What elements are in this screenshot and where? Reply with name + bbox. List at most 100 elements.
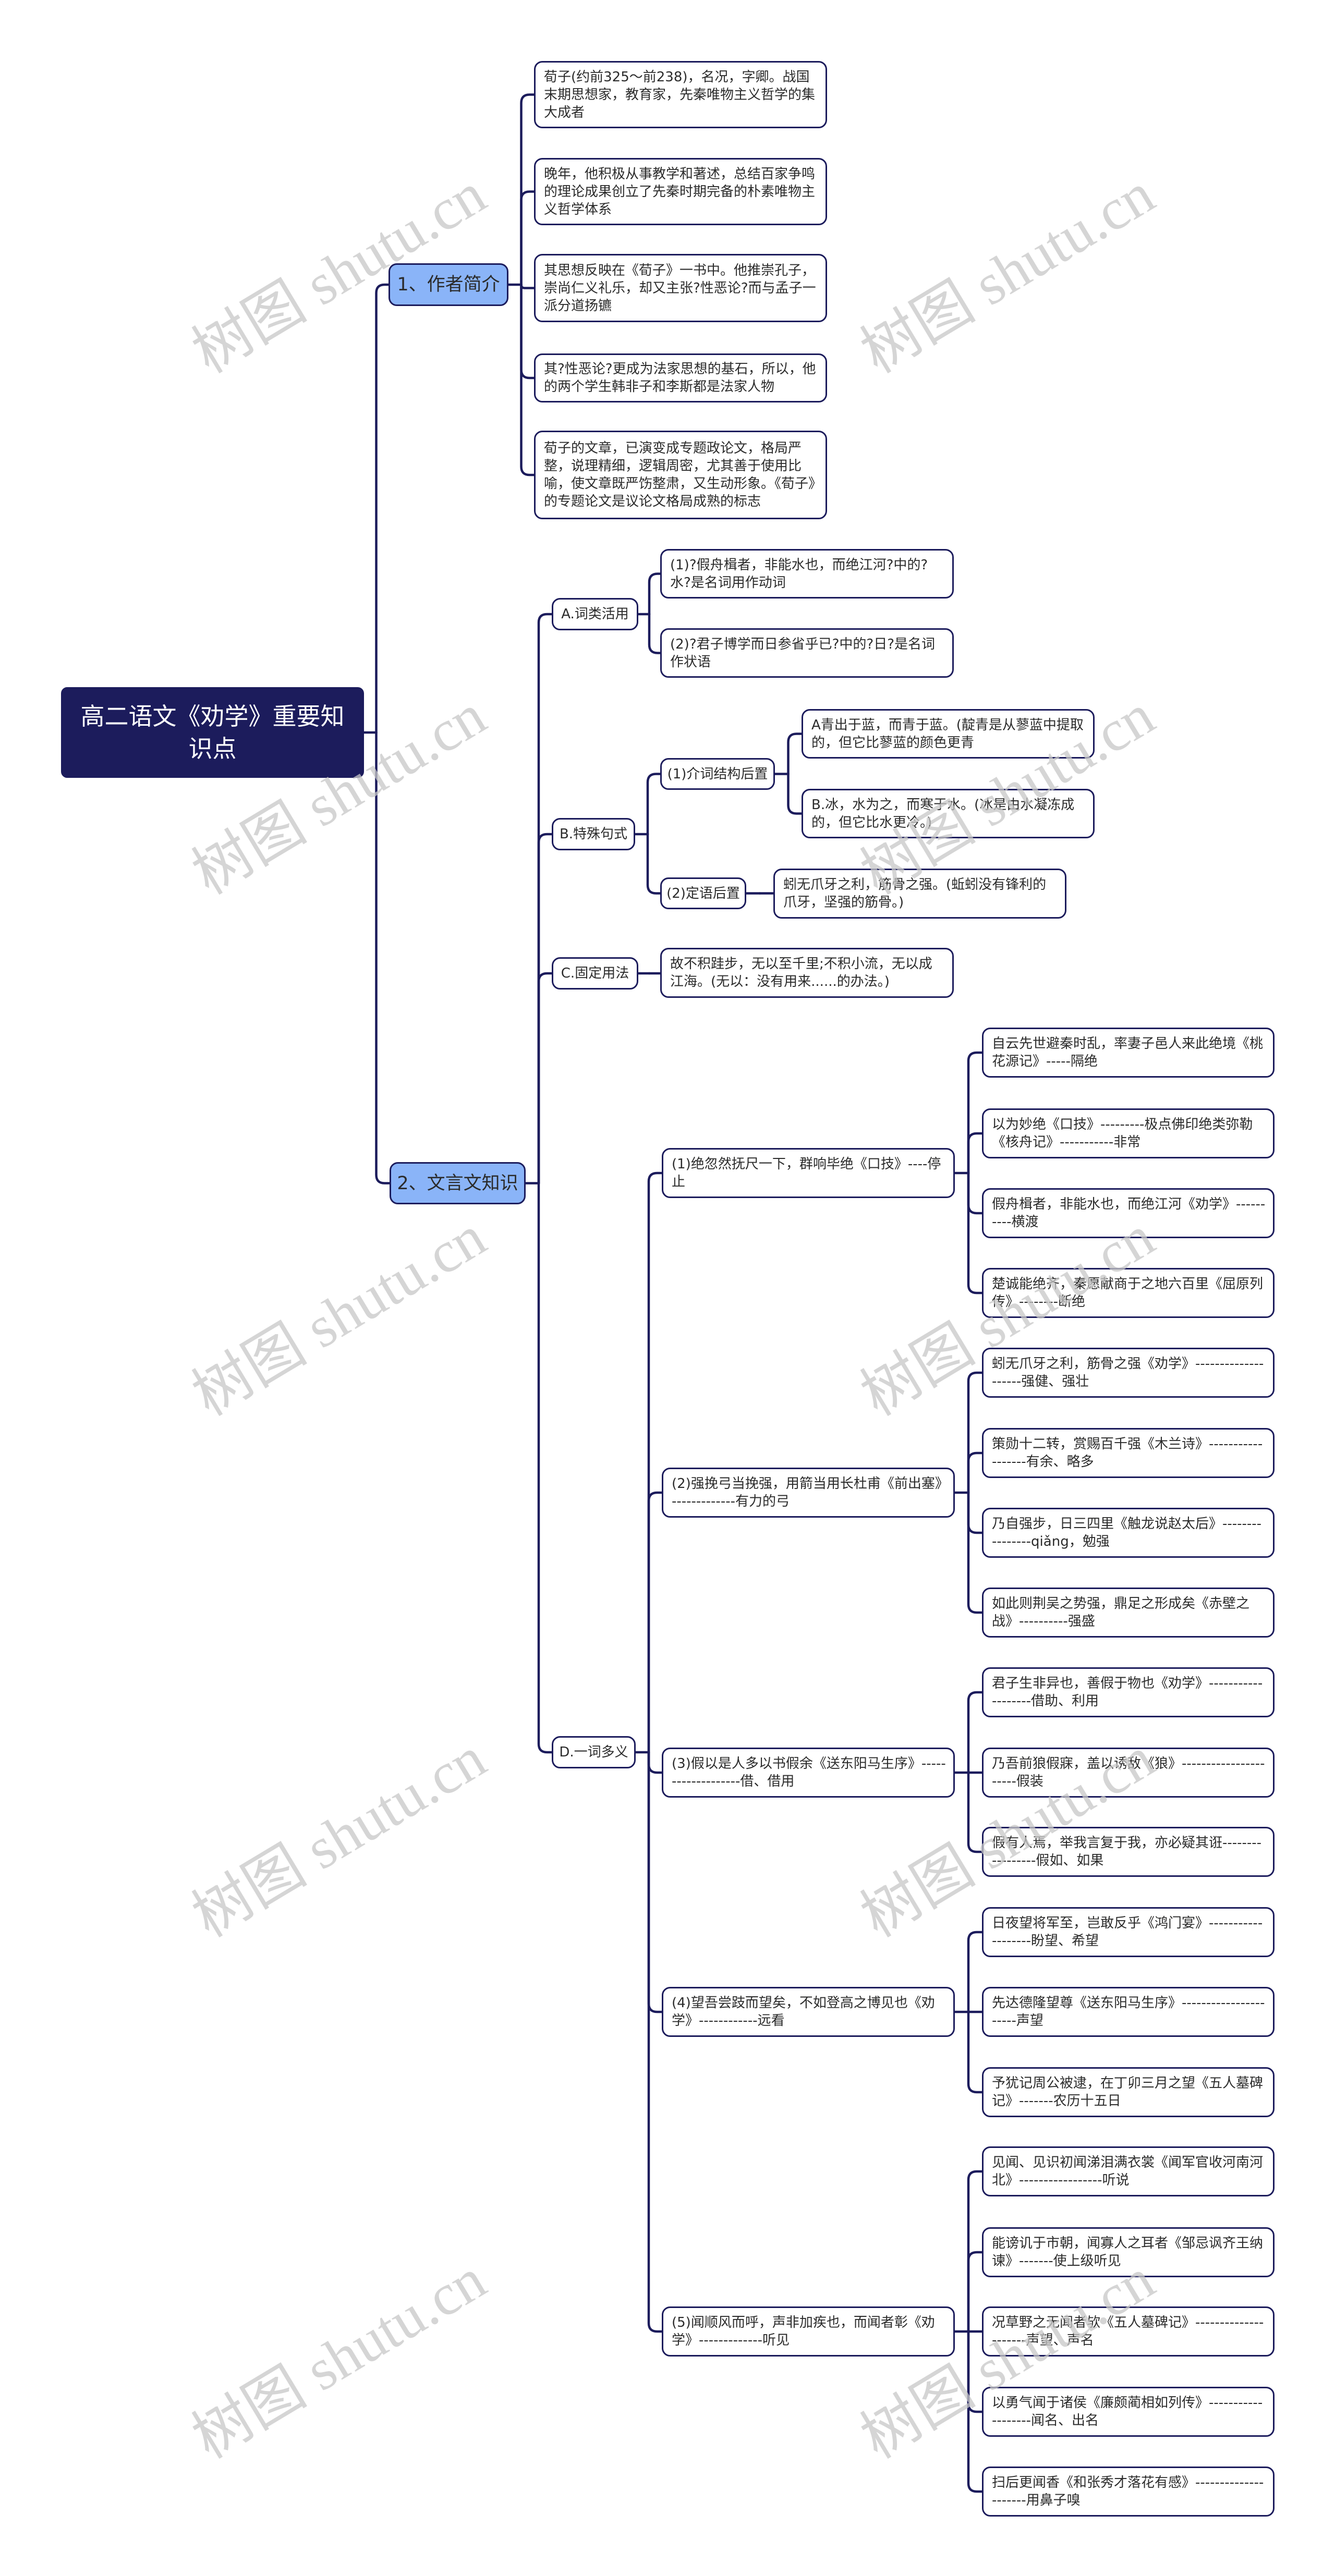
node-text: 假有人焉，举我言复于我，亦必疑其诳-----------------假如、如果 (992, 1835, 1262, 1869)
usage-example: 扫后更闻香《和张秀才落花有感》---------------------用鼻子嗅 (982, 2467, 1275, 2517)
connector-line (967, 1371, 984, 1494)
usage-example: 能谤讥于市朝，闻寡人之耳者《邹忌讽齐王纳谏》-------使上级听见 (982, 2227, 1275, 2277)
node-text: 蚓无爪牙之利，筋骨之强。(蚯蚓没有锋利的爪牙，坚强的筋骨。) (783, 877, 1047, 910)
connector-line (520, 283, 536, 289)
node-text: A青出于蓝，而青于蓝。(靛青是从蓼蓝中提取的，但它比蓼蓝的颜色更青 (811, 717, 1084, 751)
connector-line (520, 93, 536, 286)
branch-author-intro: 1、作者简介 (389, 263, 508, 306)
node-text: 自云先世避秦时乱，率妻子邑人来此绝境《桃花源记》-----隔绝 (992, 1036, 1264, 1069)
node-text: 乃自强步，日三四里《触龙说赵太后》----------------qiǎng，勉… (992, 1516, 1262, 1549)
connector-line (647, 1751, 663, 2013)
topic-label: C.固定用法 (561, 966, 629, 981)
node-text: 能谤讥于市朝，闻寡人之耳者《邹忌讽齐王纳谏》-------使上级听见 (992, 2236, 1264, 2269)
author-note: 荀子(约前325～前238)，名况，字卿。战国末期思想家，教育家，先秦唯物主义哲… (534, 61, 827, 128)
connector-line (967, 2251, 984, 2333)
example-node: 蚓无爪牙之利，筋骨之强。(蚯蚓没有锋利的爪牙，坚强的筋骨。) (773, 869, 1066, 919)
usage-example: 予犹记周公被逮，在丁卯三月之望《五人墓碑记》-------农历十五日 (982, 2067, 1275, 2117)
usage-example: 如此则荆吴之势强，鼎足之形成矣《赤壁之战》----------强盛 (982, 1588, 1275, 1638)
node-text: (2)?君子博学而日参省乎已?中的?日?是名词作状语 (670, 636, 936, 670)
word-entry-jia: (3)假以是人多以书假余《送东阳马生序》-------------------借… (662, 1748, 955, 1798)
connector-line (967, 1491, 984, 1534)
connector-line (787, 773, 803, 815)
usage-example: 以勇气闻于诸侯《廉颇蔺相如列传》-------------------闻名、出名 (982, 2387, 1275, 2437)
node-text: 楚诚能绝齐，秦愿献商于之地六百里《屈原列传》--------断绝 (992, 1276, 1264, 1310)
usage-example: 以为妙绝《口技》---------极点佛印绝类弥勒《核舟记》----------… (982, 1108, 1275, 1158)
node-text: (3)假以是人多以书假余《送东阳马生序》-------------------借… (672, 1756, 946, 1789)
usage-example: 况草野之无闻者欤《五人墓碑记》---------------------声望、声… (982, 2306, 1275, 2357)
node-text: 君子生非异也，善假于物也《劝学》-------------------借助、利用 (992, 1676, 1263, 1709)
node-text: 荀子(约前325～前238)，名况，字卿。战国末期思想家，教育家，先秦唯物主义哲… (544, 69, 816, 120)
node-text: 如此则荆吴之势强，鼎足之形成矣《赤壁之战》----------强盛 (992, 1596, 1250, 1629)
branch-label: 2、文言文知识 (397, 1173, 518, 1194)
connector-line (375, 283, 390, 734)
node-text: 以为妙绝《口技》---------极点佛印绝类弥勒《核舟记》----------… (992, 1117, 1253, 1150)
node-text: 其思想反映在《荀子》一书中。他推崇孔子，崇尚仁义礼乐，却又主张?性恶论?而与孟子… (544, 262, 816, 314)
connector-line (537, 613, 553, 1185)
connector-line (647, 1491, 663, 1754)
connector-line (520, 190, 536, 286)
node-text: 见闻、见识初闻涕泪满衣裳《闻军官收河南河北》-----------------听… (992, 2155, 1264, 2188)
node-text: 况草野之无闻者欤《五人墓碑记》---------------------声望、声… (992, 2315, 1264, 2348)
subtopic-label: (2)定语后置 (666, 885, 740, 901)
connector-line (967, 2010, 984, 2094)
topic-label: A.词类活用 (561, 606, 629, 622)
word-entry-wen: (5)闻顺风而呼，声非加疾也，而闻者彰《劝学》-------------听见 (662, 2306, 955, 2357)
root-topic: 高二语文《劝学》重要知识点 (61, 687, 364, 778)
connector-line (520, 283, 536, 477)
node-text: 乃吾前狼假寐，盖以诱敌《狼》----------------------假装 (992, 1756, 1265, 1789)
word-entry-wang: (4)望吾尝跂而望矣，不如登高之博见也《劝学》------------远看 (662, 1987, 955, 2037)
node-text: 故不积跬步，无以至千里;不积小流，无以成江海。(无以：没有用来......的办法… (670, 956, 932, 990)
node-text: B.冰，水为之，而寒于水。(冰是由水凝冻成的，但它比水更冷。) (811, 797, 1075, 831)
usage-example: 策勋十二转，赏赐百千强《木兰诗》------------------有余、略多 (982, 1428, 1275, 1478)
subtopic-attributive-postposed: (2)定语后置 (660, 877, 746, 909)
node-text: 晚年，他积极从事教学和著述，总结百家争鸣的理论成果创立了先秦时期完备的朴素唯物主… (544, 166, 816, 217)
word-entry-jue: (1)绝忽然抚尺一下，群响毕绝《口技》----停止 (662, 1148, 955, 1198)
subtopic-label: (1)介词结构后置 (667, 766, 768, 782)
node-text: (5)闻顺风而呼，声非加疾也，而闻者彰《劝学》-------------听见 (672, 2315, 935, 2348)
connector-line (647, 1751, 663, 1774)
node-text: (1)绝忽然抚尺一下，群响毕绝《口技》----停止 (672, 1156, 941, 1190)
usage-example: 见闻、见识初闻涕泪满衣裳《闻军官收河南河北》-----------------听… (982, 2146, 1275, 2196)
usage-example: 楚诚能绝齐，秦愿献商于之地六百里《屈原列传》--------断绝 (982, 1268, 1275, 1318)
connector-line (967, 1451, 984, 1494)
example-node: (1)?假舟楫者，非能水也，而绝江河?中的?水?是名词用作动词 (660, 549, 954, 599)
usage-example: 蚓无爪牙之利，筋骨之强《劝学》--------------------强健、强壮 (982, 1348, 1275, 1398)
connector-line (787, 732, 803, 775)
connector-line (647, 1171, 663, 1754)
connector-line (537, 1182, 553, 1754)
connector-line (967, 1491, 984, 1614)
node-text: 其?性恶论?更成为法家思想的基石，所以，他的两个学生韩非子和李斯都是法家人物 (544, 361, 816, 395)
node-text: 蚓无爪牙之利，筋骨之强《劝学》--------------------强健、强壮 (992, 1356, 1264, 1389)
usage-example: 乃自强步，日三四里《触龙说赵太后》----------------qiǎng，勉… (982, 1508, 1275, 1558)
usage-example: 乃吾前狼假寐，盖以诱敌《狼》----------------------假装 (982, 1748, 1275, 1798)
example-node: A青出于蓝，而青于蓝。(靛青是从蓼蓝中提取的，但它比蓼蓝的颜色更青 (802, 709, 1095, 759)
topic-special-sentence: B.特殊句式 (552, 818, 635, 850)
topic-word-class-shift: A.词类活用 (552, 598, 638, 630)
example-node: (2)?君子博学而日参省乎已?中的?日?是名词作状语 (660, 628, 954, 678)
connector-line (520, 283, 536, 380)
node-text: 假舟楫者，非能水也，而绝江河《劝学》----------横渡 (992, 1197, 1266, 1230)
connector-line (967, 2170, 984, 2333)
node-text: 日夜望将军至，岂敢反乎《鸿门宴》-------------------盼望、希望 (992, 1915, 1263, 1949)
branch-classical-knowledge: 2、文言文知识 (390, 1162, 526, 1204)
connector-line (967, 1771, 984, 1853)
node-text: (1)?假舟楫者，非能水也，而绝江河?中的?水?是名词用作动词 (670, 557, 928, 591)
connector-line (967, 2330, 984, 2413)
connector-line (648, 613, 662, 654)
connector-line (537, 833, 553, 1185)
author-note: 其思想反映在《荀子》一书中。他推崇孔子，崇尚仁义礼乐，却又主张?性恶论?而与孟子… (534, 254, 827, 322)
usage-example: 自云先世避秦时乱，率妻子邑人来此绝境《桃花源记》-----隔绝 (982, 1028, 1275, 1078)
author-note: 其?性恶论?更成为法家思想的基石，所以，他的两个学生韩非子和李斯都是法家人物 (534, 353, 827, 402)
connector-line (967, 1691, 984, 1774)
node-text: 先达德隆望尊《送东阳马生序》----------------------声望 (992, 1995, 1265, 2029)
usage-example: 假有人焉，举我言复于我，亦必疑其诳-----------------假如、如果 (982, 1827, 1275, 1877)
connector-line (967, 1132, 984, 1175)
usage-example: 假舟楫者，非能水也，而绝江河《劝学》----------横渡 (982, 1188, 1275, 1238)
author-note: 荀子的文章，已演变成专题政论文，格局严整，说理精细，逻辑周密，尤其善于使用比喻，… (534, 431, 827, 519)
topic-polysemy: D.一词多义 (552, 1736, 636, 1768)
connector-line (967, 1171, 984, 1295)
connector-line (967, 1051, 984, 1175)
connector-line (646, 833, 662, 895)
connector-line (967, 1931, 984, 2013)
